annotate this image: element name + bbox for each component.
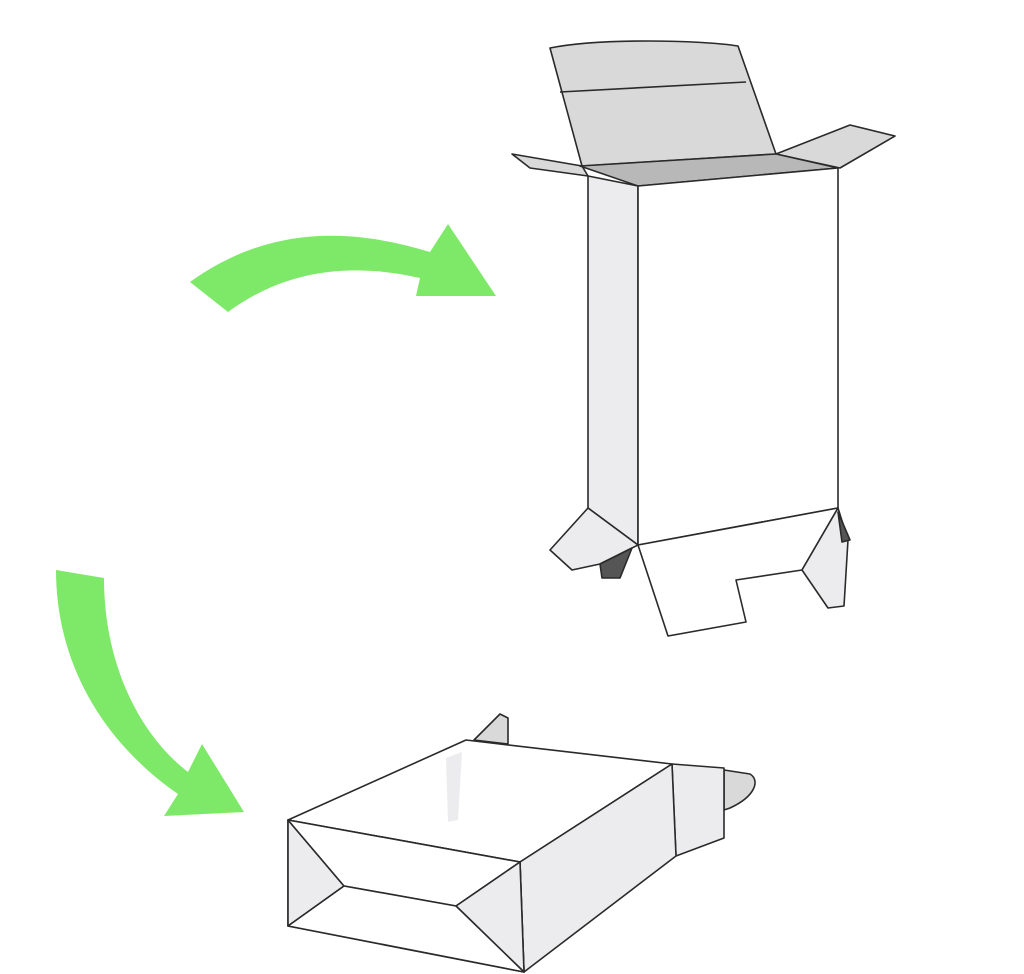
bottom-flap-left xyxy=(549,507,639,571)
flat-glue-tab-right xyxy=(723,769,756,811)
lid-dust-flap-left xyxy=(511,153,589,177)
arrow-right-curve-icon xyxy=(190,224,496,312)
lid-flap-back xyxy=(549,40,777,167)
upright-box-icon xyxy=(511,40,896,637)
flat-end-flap-bottom xyxy=(287,885,525,973)
flat-glue-tab-back xyxy=(473,713,509,745)
flat-side-panel xyxy=(671,763,725,857)
arrow-down-curve-icon xyxy=(56,570,244,816)
flat-box-icon xyxy=(287,713,756,973)
caption-text: Pre-glued auto-lock base xyxy=(56,388,420,503)
box-front-panel xyxy=(637,167,839,546)
box-side-panel xyxy=(587,175,639,546)
arrow-right-body xyxy=(190,224,496,312)
bottom-tab-left xyxy=(599,547,633,579)
flat-top-shadow xyxy=(446,752,462,822)
lid-flap-crease xyxy=(559,81,747,93)
bottom-tab-right xyxy=(837,511,851,543)
arrow-down-body xyxy=(56,570,244,816)
